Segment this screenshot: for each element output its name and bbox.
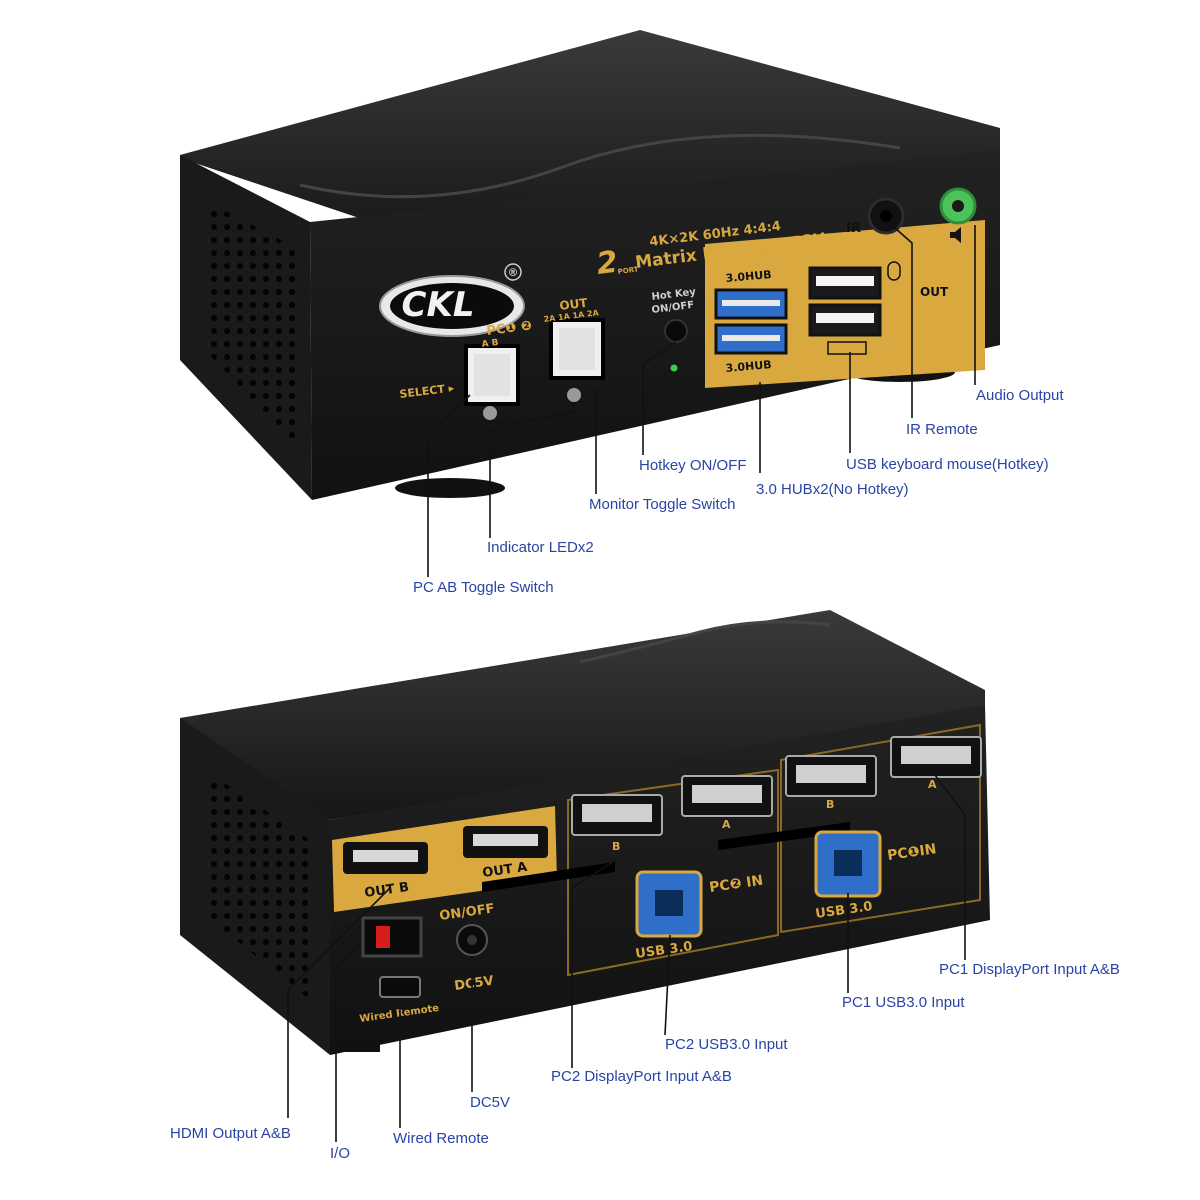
leader-lines — [287, 225, 976, 1142]
speaker-icon — [950, 227, 961, 243]
ir-label: IR — [846, 221, 861, 236]
callout-dc5v: DC5V — [470, 1094, 511, 1111]
callout-hdmi-output: HDMI Output A&B — [170, 1125, 291, 1142]
callout-usb-keyboard-mouse: USB keyboard mouse(Hotkey) — [846, 456, 1049, 473]
pc1-b-label: B — [826, 798, 834, 811]
pc1-in-label: PC❶IN — [886, 841, 937, 864]
rear-top-lid — [180, 610, 985, 820]
pc2-a-label: A — [722, 818, 731, 831]
pc2-b-label: B — [612, 840, 620, 853]
callout-pc1-displayport: PC1 DisplayPort Input A&B — [939, 961, 1120, 978]
callout-pc2-usb: PC2 USB3.0 Input — [665, 1036, 788, 1053]
rear-vent-holes — [205, 770, 310, 1000]
out-label: OUT — [920, 285, 949, 299]
callout-io: I/O — [330, 1145, 351, 1162]
registered-mark: ® — [508, 266, 519, 279]
wired-remote-port — [379, 976, 421, 998]
pc-switch-sub: A B — [481, 338, 499, 350]
hotkey-button — [664, 319, 688, 343]
power-switch — [361, 916, 423, 958]
hdmi-out-a-label: OUT A — [481, 860, 528, 881]
brand-text: CKL — [402, 285, 475, 325]
out-switch-label: OUT — [559, 296, 589, 313]
callout-pc2-displayport: PC2 DisplayPort Input A&B — [551, 1068, 732, 1085]
hub-top-label: 3.0HUB — [725, 268, 772, 285]
pc2-in-label: PC❷ IN — [708, 873, 764, 896]
rear-kvm-device: OUT B OUT A ON/OFF DC5V Wired Remote B A… — [180, 610, 990, 1055]
callout-hotkey-on-off: Hotkey ON/OFF — [639, 457, 747, 474]
hotkey-led — [670, 364, 678, 372]
callout-monitor-toggle: Monitor Toggle Switch — [589, 496, 736, 513]
callout-hub: 3.0 HUBx2(No Hotkey) — [756, 481, 909, 498]
keyboard-icon — [827, 341, 867, 355]
callout-audio-output: Audio Output — [976, 387, 1064, 404]
indicator-led-1 — [483, 406, 497, 420]
pc1-a-label: A — [928, 778, 937, 791]
pc-switch-label: PC❶ ❷ — [486, 319, 533, 339]
hub-bottom-label: 3.0HUB — [725, 358, 772, 375]
callout-pc1-usb: PC1 USB3.0 Input — [842, 994, 965, 1011]
hotkey-label-2: ON/OFF — [651, 300, 695, 316]
callout-pc-ab-toggle: PC AB Toggle Switch — [413, 579, 554, 596]
callout-indicator-led: Indicator LEDx2 — [487, 539, 594, 556]
indicator-led-2 — [567, 388, 581, 402]
port-count: 2 — [595, 245, 620, 282]
port-word: PORT — [617, 265, 639, 276]
front-vent-holes — [205, 200, 300, 450]
callout-wired-remote: Wired Remote — [393, 1130, 489, 1147]
dc5v-label: DC5V — [453, 974, 494, 994]
hotkey-label-1: Hot Key — [651, 287, 697, 303]
front-kvm-device: CKL ® 4K×2K 60Hz 4:4:4 2 PORT Matrix KVM… — [180, 30, 1000, 500]
callout-ir-remote: IR Remote — [906, 421, 978, 438]
mouse-icon — [887, 261, 901, 281]
